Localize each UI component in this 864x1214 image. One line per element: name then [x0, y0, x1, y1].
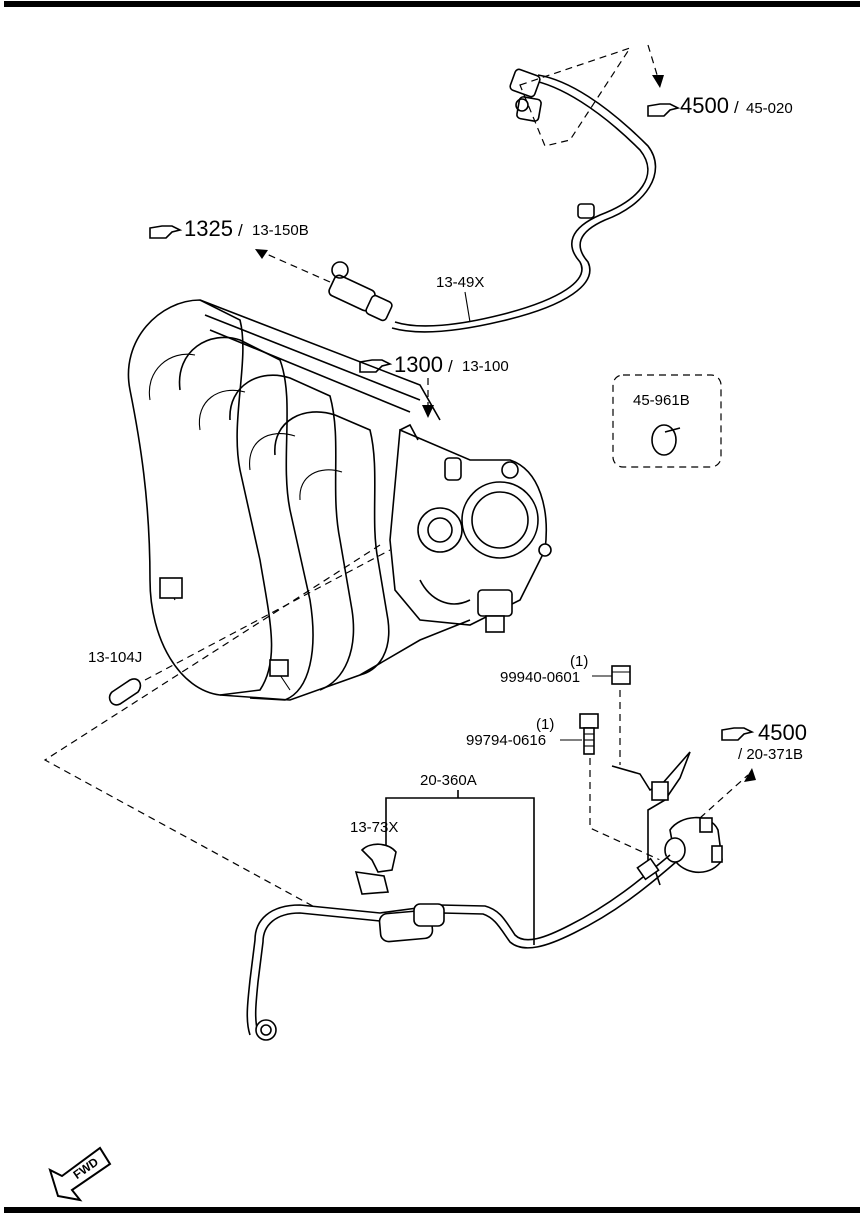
ref-sub-text: 13-100 — [462, 358, 509, 375]
ref-main-text: 4500 — [758, 720, 807, 745]
upper-leader-dashed — [647, 44, 659, 79]
part-qty-bolt: (1) — [536, 716, 554, 733]
plug-drawing — [108, 678, 142, 706]
ref-sub-text: / 20-371B — [738, 746, 803, 763]
upper-hose-drawing — [328, 68, 657, 333]
part-label-plug: 13-104J — [88, 649, 142, 666]
part-qty-nut: (1) — [570, 653, 588, 670]
cap-drawing — [651, 424, 681, 456]
ref-sub-text: 13-150B — [252, 222, 309, 239]
pointing-hand-icon — [721, 727, 755, 741]
upper-connector-dashed-box — [519, 46, 632, 147]
plug-leader-dashed — [144, 549, 391, 681]
lower-hose-drawing — [246, 854, 677, 1041]
pointing-hand-icon — [647, 103, 681, 117]
part-label-hose-upper: 13-49X — [436, 274, 484, 291]
lower-projection-dashed — [43, 544, 381, 911]
ref-1300: 1300 / 13-100 — [359, 352, 509, 377]
nut-drawing — [611, 665, 631, 685]
hose-lower-bracket — [385, 797, 535, 945]
cap-dashed-box — [612, 374, 722, 468]
pointing-hand-icon — [149, 225, 183, 239]
part-label-hose-lower: 20-360A — [420, 772, 477, 789]
ref-4500-45020: 4500 / 45-020 — [647, 93, 793, 118]
bolt-drawing — [579, 713, 599, 755]
ref-1325: 1325 / 13-150B — [149, 216, 309, 241]
part-label-cap: 45-961B — [633, 392, 690, 409]
fwd-arrow-icon: FWD — [48, 1146, 112, 1202]
ref-main-text: 1300 — [394, 352, 443, 377]
pointing-hand-icon — [359, 359, 393, 373]
hose-upper-leader — [464, 291, 471, 323]
throttle-body-drawing — [389, 423, 552, 633]
ref-slash: / — [448, 357, 453, 376]
ref-slash: / — [238, 221, 243, 240]
intake-manifold-drawing — [127, 299, 471, 701]
ref-slash: / — [734, 98, 739, 117]
left-leader-dashed — [261, 251, 331, 283]
ref-sub-text: 45-020 — [746, 100, 793, 117]
part-label-clip: 13-73X — [350, 819, 398, 836]
part-label-nut: 99940-0601 — [500, 669, 580, 686]
clip-drawing — [354, 843, 397, 895]
part-label-bolt: 99794-0616 — [466, 732, 546, 749]
ref-4500-20371: 4500 / 20-371B — [721, 720, 807, 763]
ref-main-text: 4500 — [680, 93, 729, 118]
solenoid-bracket-drawing — [611, 751, 723, 886]
ref-main-text: 1325 — [184, 216, 233, 241]
